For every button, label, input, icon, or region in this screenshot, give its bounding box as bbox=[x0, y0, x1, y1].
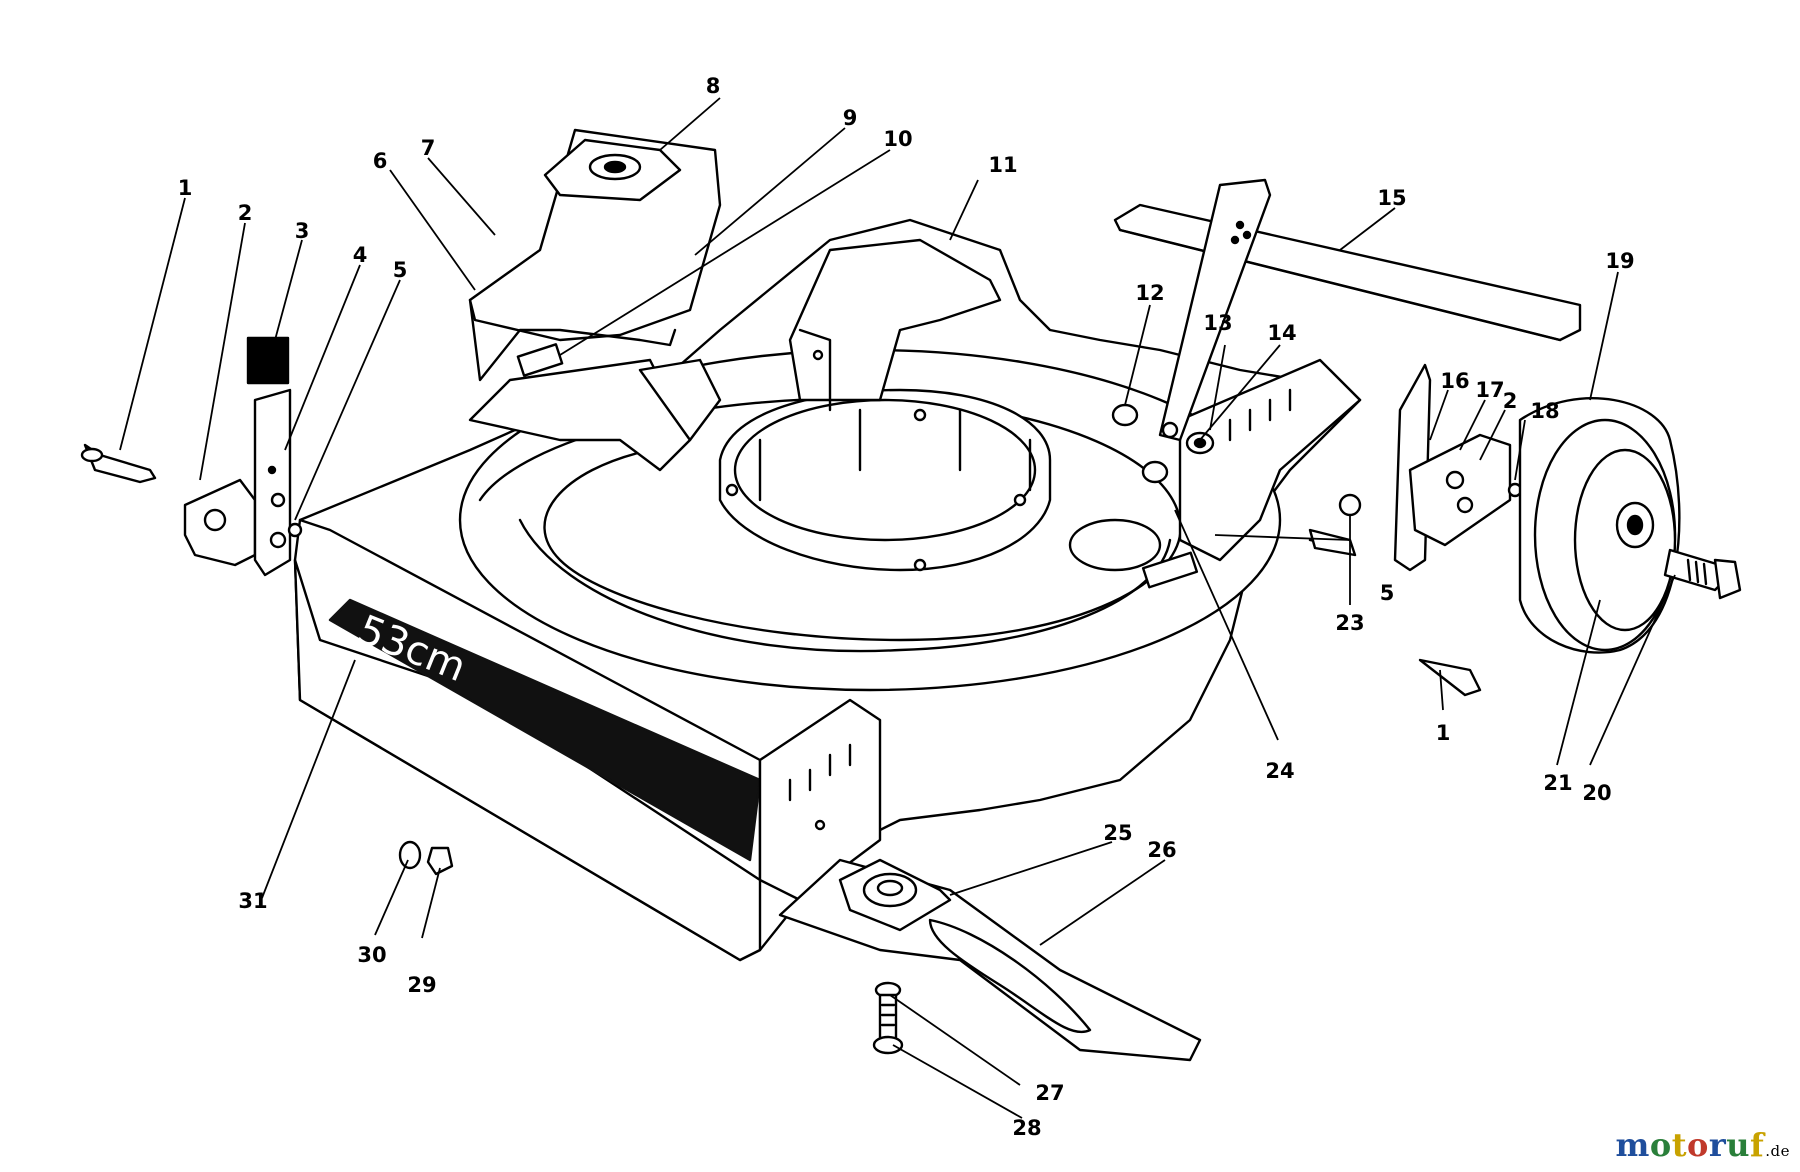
handle-arm bbox=[1158, 178, 1272, 442]
right-height-adjuster bbox=[1308, 363, 1523, 697]
rear-wheel bbox=[1518, 397, 1742, 654]
callout-c31: 31 bbox=[238, 889, 267, 913]
callout-c14: 14 bbox=[1267, 321, 1296, 345]
callout-c15: 15 bbox=[1377, 186, 1406, 210]
callout-c24: 24 bbox=[1265, 759, 1294, 783]
pivot-hardware bbox=[1111, 403, 1215, 484]
callout-c13: 13 bbox=[1203, 311, 1232, 335]
left-height-adjuster bbox=[80, 336, 303, 577]
watermark-letter: o bbox=[1649, 1126, 1672, 1164]
watermark-letter: f bbox=[1749, 1126, 1765, 1164]
callout-c26: 26 bbox=[1147, 838, 1176, 862]
callout-c29: 29 bbox=[407, 973, 436, 997]
callout-c9: 9 bbox=[843, 106, 858, 130]
callout-c11: 11 bbox=[988, 153, 1017, 177]
callout-c20: 20 bbox=[1582, 781, 1611, 805]
callout-c1a: 1 bbox=[178, 176, 193, 200]
callouts: 1 1 2 2 3 4 5 5 6 7 8 9 10 11 12 13 14 1… bbox=[178, 74, 1635, 1140]
callout-c5b: 5 bbox=[1380, 581, 1395, 605]
lower-hardware bbox=[398, 528, 1357, 1055]
callout-c25: 25 bbox=[1103, 821, 1132, 845]
callout-c23: 23 bbox=[1335, 611, 1364, 635]
callout-c16: 16 bbox=[1440, 369, 1469, 393]
watermark-logo: motoruf.de bbox=[1616, 1129, 1790, 1161]
watermark-letter: m bbox=[1615, 1126, 1650, 1164]
watermark-letters: motoruf bbox=[1616, 1126, 1765, 1164]
callout-c5a: 5 bbox=[393, 258, 408, 282]
watermark-letter: o bbox=[1687, 1126, 1709, 1164]
mower-deck: 53cm bbox=[293, 218, 1362, 962]
watermark-suffix: .de bbox=[1765, 1142, 1790, 1160]
callout-c8: 8 bbox=[706, 74, 721, 98]
callout-c2a: 2 bbox=[238, 201, 253, 225]
leader-lines bbox=[119, 97, 1676, 1119]
callout-c30: 30 bbox=[357, 943, 386, 967]
watermark-letter: r bbox=[1708, 1126, 1727, 1164]
callout-c3: 3 bbox=[295, 219, 310, 243]
callout-c10: 10 bbox=[883, 127, 912, 151]
callout-c17: 17 bbox=[1475, 378, 1504, 402]
callout-c7: 7 bbox=[421, 136, 436, 160]
rear-bar bbox=[1113, 203, 1582, 342]
callout-c27: 27 bbox=[1035, 1081, 1064, 1105]
watermark-letter: t bbox=[1671, 1126, 1688, 1164]
blade bbox=[778, 858, 1202, 1062]
callout-c28: 28 bbox=[1012, 1116, 1041, 1140]
callout-c19: 19 bbox=[1605, 249, 1634, 273]
callout-c12: 12 bbox=[1135, 281, 1164, 305]
callout-c18: 18 bbox=[1530, 399, 1559, 423]
callout-c6: 6 bbox=[373, 149, 388, 173]
watermark-letter: u bbox=[1726, 1126, 1750, 1164]
callout-c21: 21 bbox=[1543, 771, 1572, 795]
callout-c2b: 2 bbox=[1503, 389, 1518, 413]
chute-deflector bbox=[468, 128, 722, 472]
callout-c1b: 1 bbox=[1436, 721, 1451, 745]
callout-c4: 4 bbox=[353, 243, 368, 267]
